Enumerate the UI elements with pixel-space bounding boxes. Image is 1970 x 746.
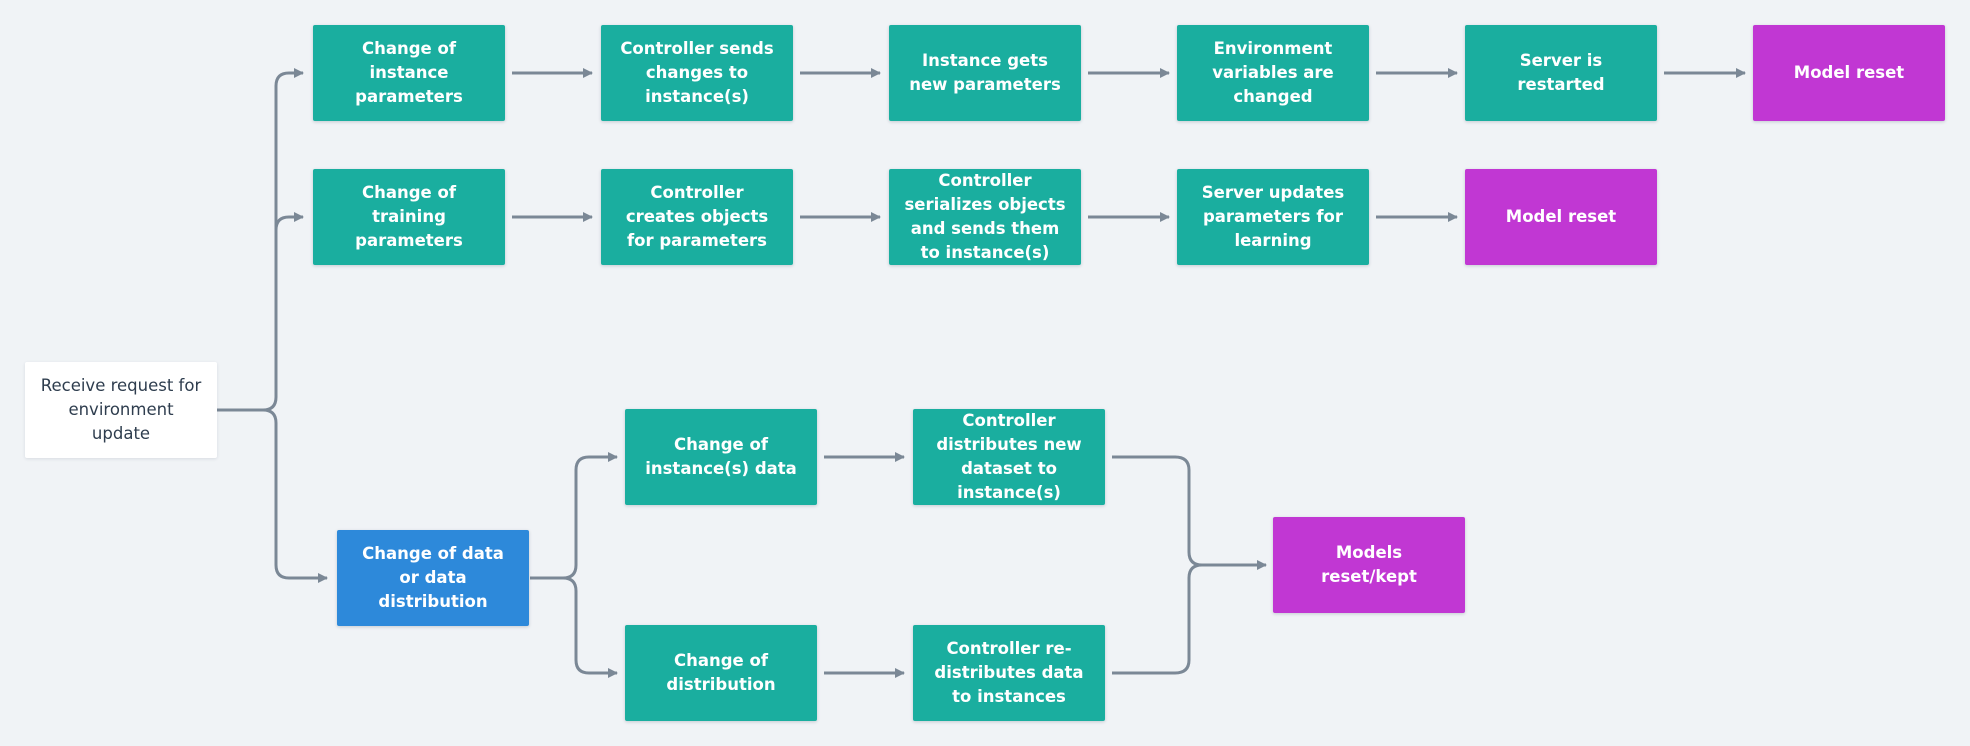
data-change-node: Change of data or data distribution (337, 530, 529, 626)
controller-sends-node: Controller sends changes to instance(s) (601, 25, 793, 121)
controller-sends-label: Controller sends changes to instance(s) (620, 39, 774, 106)
training-params-node: Change of training parameters (313, 169, 505, 265)
model-reset-node-1: Model reset (1753, 25, 1945, 121)
data-change-label: Change of data or data distribution (362, 544, 504, 611)
controller-redistributes-node: Controller re-distributes data to instan… (913, 625, 1105, 721)
model-reset-label-2: Model reset (1505, 207, 1617, 226)
arrow-start-to-instance-params (217, 68, 304, 412)
controller-serializes-label: Controller serializes objects and sends … (904, 171, 1066, 262)
server-restarted-label: Server is restarted (1517, 51, 1605, 94)
server-updates-label: Server updates parameters for learning (1201, 183, 1345, 250)
distribution-node: Change of distribution (625, 625, 817, 721)
arrow-data-to-distribution (562, 576, 618, 678)
arrow-start-to-training-params (274, 212, 304, 231)
controller-creates-node: Controller creates objects for parameter… (601, 169, 793, 265)
controller-distributes-label: Controller distributes new dataset to in… (936, 411, 1082, 502)
instance-data-label: Change of instance(s) data (645, 435, 797, 478)
model-reset-label-1: Model reset (1793, 63, 1905, 82)
start-node: Receive request for environment update (25, 362, 217, 458)
start-node-label: Receive request for environment update (40, 376, 202, 443)
env-vars-node: Environment variables are changed (1177, 25, 1369, 121)
distribution-label: Change of distribution (666, 651, 776, 694)
instance-data-node: Change of instance(s) data (625, 409, 817, 505)
model-reset-node-2: Model reset (1465, 169, 1657, 265)
controller-redistributes-label: Controller re-distributes data to instan… (934, 639, 1084, 706)
controller-distributes-node: Controller distributes new dataset to in… (913, 409, 1105, 505)
models-reset-kept-label: Models reset/kept (1321, 543, 1417, 586)
arrow-redistributes-to-merge (1112, 563, 1203, 675)
controller-serializes-node: Controller serializes objects and sends … (889, 169, 1081, 265)
instance-gets-node: Instance gets new parameters (889, 25, 1081, 121)
server-restarted-node: Server is restarted (1465, 25, 1657, 121)
env-vars-label: Environment variables are changed (1212, 39, 1334, 106)
server-updates-node: Server updates parameters for learning (1177, 169, 1369, 265)
arrow-start-to-data-change (262, 408, 328, 583)
instance-params-node: Change of instance parameters (313, 25, 505, 121)
instance-gets-label: Instance gets new parameters (909, 51, 1061, 94)
instance-params-label: Change of instance parameters (355, 39, 463, 106)
controller-creates-label: Controller creates objects for parameter… (625, 183, 769, 250)
arrow-data-to-instance-data (530, 452, 618, 580)
training-params-label: Change of training parameters (355, 183, 463, 250)
arrow-distributes-to-merge (1112, 455, 1267, 570)
models-reset-kept-node: Models reset/kept (1273, 517, 1465, 613)
